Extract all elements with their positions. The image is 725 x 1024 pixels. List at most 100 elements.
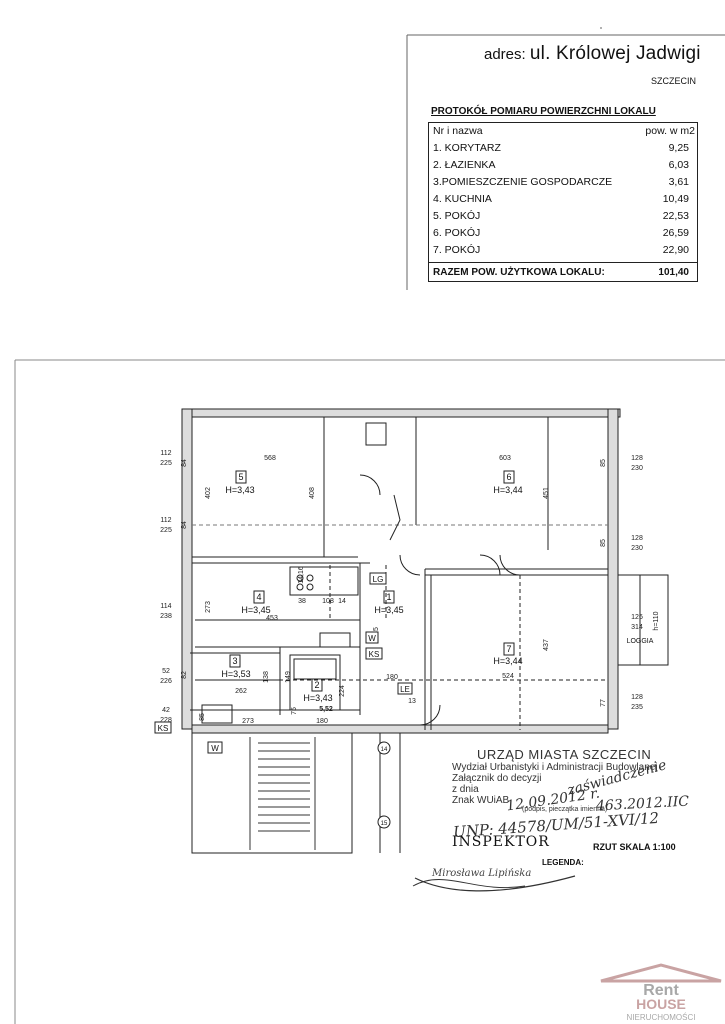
dim-label: 138 [263,671,270,683]
room-area: 26,59 [662,227,689,239]
table-header-row: Nr i nazwa pow. w m2 [429,125,697,141]
dim-label: 603 [499,455,511,462]
dim-label: 126 [631,614,643,621]
dim-label: 568 [264,455,276,462]
room-name: 2. ŁAZIENKA [433,159,496,171]
signer-name: Mirosława Lipińska [432,868,532,879]
room-area: 9,25 [668,142,689,154]
dim-label: 14 [338,598,346,605]
logo-line2: HOUSE [636,996,686,1012]
dim-label: 84 [181,459,188,467]
logo-line1: Rent [643,982,679,999]
area-table: Nr i nazwa pow. w m2 1. KORYTARZ 9,25 2.… [428,122,698,282]
room-area: 22,53 [662,210,689,222]
dim-label: 112 [160,450,171,457]
scale-label: RZUT SKALA 1:100 [593,842,676,852]
address-label: adres: [484,46,526,63]
dim-label: 451 [543,487,550,499]
dim-label: 128 [631,535,643,542]
dim-label: 228 [160,717,172,724]
code-w: W [211,744,219,753]
dim-label: h=110 [653,611,660,630]
room3-height: H=3,53 [221,669,250,679]
table-row: 5. POKÓJ 22,53 [429,210,697,226]
signature-scribble [412,875,576,892]
code-lg: LG [373,575,384,584]
room-area: 10,49 [662,193,689,205]
dim-label: 273 [205,601,212,613]
room5-height: H=3,43 [225,485,254,495]
stamp-line: Załącznik do decyzji [452,773,542,784]
room-area: 22,90 [662,244,689,256]
stair-number: 15 [381,821,388,827]
dim-label: 238 [160,613,172,620]
dim-label: 114 [160,603,171,610]
code-ks: KS [369,650,380,659]
dim-label: 273 [242,718,254,725]
address-line: adres: ul. Królowej Jadwigi [484,43,701,65]
table-row: 4. KUCHNIA 10,49 [429,193,697,209]
table-row: 3.POMIESZCZENIE GOSPODARCZE 3,61 [429,176,697,192]
dim-label: 262 [235,688,247,695]
room7-height: H=3,44 [493,656,522,666]
table-row: 6. POKÓJ 26,59 [429,227,697,243]
total-value: 101,40 [658,267,689,278]
dim-label: 180 [386,674,398,681]
code-w: W [368,634,376,643]
code-le: LE [400,685,410,694]
dim-label: 14,16 [298,566,305,584]
room-area: 6,03 [668,159,689,171]
dim-label: 437 [543,639,550,651]
total-label: RAZEM POW. UŻYTKOWA LOKALU: [433,267,605,278]
dim-label: 226 [160,678,172,685]
dim-label: 408 [309,487,316,499]
dim-label: 180 [316,718,328,725]
dim-label: 224 [339,685,346,697]
stamp-line: Znak WUiAB [452,795,510,806]
room1-num: 1 [386,592,391,602]
stamp-line: Wydział Urbanistyki i Administracji Budo… [452,762,658,773]
dim-label: 524 [502,673,514,680]
loggia-label: LOGGIA [627,638,654,645]
city-name: SZCZECIN [651,76,696,86]
room-name: 4. KUCHNIA [433,193,492,205]
room4-num: 4 [256,592,261,602]
dim-label: 112 [160,517,171,524]
room-name: 1. KORYTARZ [433,142,501,154]
dim-label: 77 [600,699,607,707]
floor-plan: 5 H=3,43 6 H=3,44 4 H=3,45 1 H=3,45 7 H=… [154,408,669,854]
dim-label: 85 [600,539,607,547]
dim-label: 82 [181,671,188,679]
dim-label: 225 [160,460,172,467]
stair-number: 14 [381,747,388,753]
room-name: 5. POKÓJ [433,210,481,222]
room-area: 3,61 [668,176,689,188]
dim-label: 75 [291,707,298,715]
stamp-line: z dnia [452,784,479,795]
room6-height: H=3,44 [493,485,522,495]
dim-label: 230 [631,465,643,472]
table-row: 1. KORYTARZ 9,25 [429,142,697,158]
dim-label: 13 [408,698,416,705]
dim-label: 42 [162,707,170,714]
table-row: 7. POKÓJ 22,90 [429,244,697,260]
logo-line3: NIERUCHOMOŚCI [627,1013,696,1022]
dim-label: 453 [266,615,278,622]
dim-label: 84 [181,521,188,529]
room3-num: 3 [232,656,237,666]
dim-label: 230 [631,545,643,552]
room2-height: H=3,43 [303,693,332,703]
office-stamp: URZĄD MIASTA SZCZECIN Wydział Urbanistyk… [452,747,658,813]
stamp-line: (podpis, pieczątka imienna) [522,806,608,813]
stamp-line: URZĄD MIASTA SZCZECIN [477,747,652,762]
room-name: 7. POKÓJ [433,244,481,256]
dim-label: 128 [631,455,643,462]
col-area-header: pow. w m2 [645,125,695,137]
table-total-row: RAZEM POW. UŻYTKOWA LOKALU: 101,40 [429,262,697,283]
dim-label: 402 [205,487,212,499]
col-name-header: Nr i nazwa [433,125,483,137]
dim-label: 38 [298,598,306,605]
dim-label: 225 [160,527,172,534]
dim-label: 235 [631,704,643,711]
